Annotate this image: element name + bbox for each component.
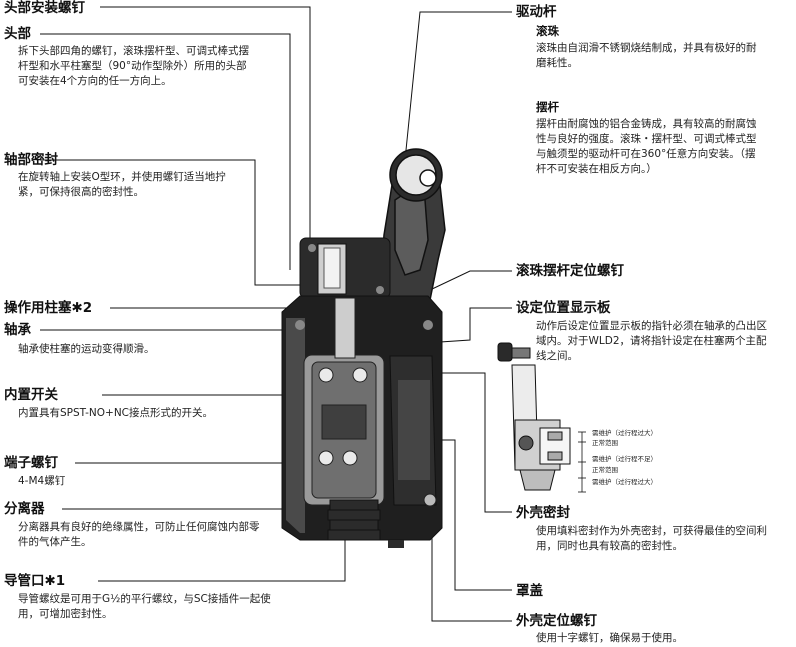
lever-label: 摆杆 [536, 100, 559, 114]
housing-seal-label: 外壳密封 [516, 505, 570, 521]
gauge-maint-short-label: 需维护（过行程不足） [592, 455, 657, 463]
bearing-description: 轴承使柱塞的运动变得顺滑。 [18, 343, 155, 355]
separator-label: 分离器 [4, 501, 45, 517]
roller-description: 滚珠由自润滑不锈钢烧结制成，并具有极好的耐磨耗性。 [536, 42, 757, 69]
plunger-label: 操作用柱塞✱2 [4, 300, 93, 316]
switch-body [281, 295, 443, 548]
switch-head [299, 237, 391, 299]
conduit-label: 导管口✱1 [4, 573, 66, 589]
cover-label: 罩盖 [516, 583, 543, 599]
housing-screw-label: 外壳定位螺钉 [516, 613, 597, 629]
head-screw-label: 头部安装螺钉 [4, 0, 85, 16]
indicator-inset-illustration [497, 342, 571, 491]
housing-screw-description: 使用十字螺钉，确保易于使用。 [536, 632, 683, 644]
actuator-label: 驱动杆 [516, 4, 557, 20]
shaft-seal-description: 在旋转轴上安装O型环，并使用螺钉适当地拧紧，可保持很高的密封性。 [18, 171, 226, 198]
bearing-label: 轴承 [4, 322, 31, 338]
roller-label: 滚珠 [536, 24, 559, 38]
separator-description: 分离器具有良好的绝缘属性，可防止任何腐蚀内部零件的气体产生。 [18, 521, 260, 548]
indicator-description: 动作后设定位置显示板的指针必须在轴承的凸出区域内。对于WLD2，请将指针设定在柱… [536, 320, 767, 362]
terminal-screw-description: 4-M4螺钉 [18, 475, 66, 487]
gauge-normal-label-2: 正常范围 [592, 466, 618, 474]
head-description: 拆下头部四角的螺钉，滚珠摆杆型、可调式棒式摆杆型和水平柱塞型（90°动作型除外）… [18, 45, 249, 87]
lever-screw-label: 滚珠摆杆定位螺钉 [516, 263, 624, 279]
conduit-description: 导管螺纹是可用于G½的平行螺纹，与SC接插件一起使用，可增加密封性。 [18, 593, 271, 620]
lever-description: 摆杆由耐腐蚀的铝合金铸成，具有较高的耐腐蚀性与良好的强度。滚珠・摆杆型、可调式棒… [536, 118, 757, 175]
gauge-normal-label-1: 正常范围 [592, 439, 618, 447]
gauge-maint-over-label-2: 需维护（过行程过大） [592, 478, 657, 486]
head-label: 头部 [4, 26, 31, 42]
builtin-switch-label: 内置开关 [4, 387, 58, 403]
gauge-maint-over-label: 需维护（过行程过大） [592, 429, 657, 437]
indicator-label: 设定位置显示板 [516, 300, 611, 316]
builtin-switch-description: 内置具有SPST-NO+NC接点形式的开关。 [18, 407, 214, 419]
gauge-bracket [578, 431, 586, 493]
housing-seal-description: 使用填料密封作为外壳密封，可获得最佳的空间利用，同时也具有较高的密封性。 [536, 525, 767, 552]
shaft-seal-label: 轴部密封 [4, 152, 58, 168]
terminal-screw-label: 端子螺钉 [4, 455, 58, 471]
